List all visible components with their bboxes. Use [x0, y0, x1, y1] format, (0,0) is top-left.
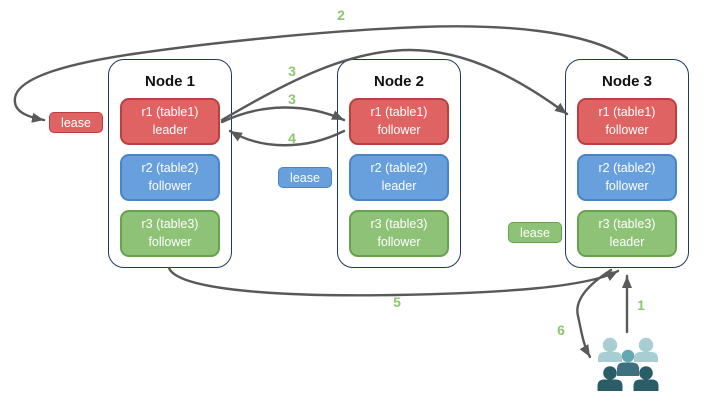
replica-role: leader: [152, 122, 188, 137]
node-2-replica-r2: r2 (table2) leader: [349, 154, 449, 201]
node-1-title: Node 1: [144, 73, 195, 90]
node-1-replica-r2: r2 (table2) follower: [120, 154, 220, 201]
replica-name: r1 (table1): [370, 105, 428, 119]
node-2-replica-r1: r1 (table1) follower: [349, 98, 449, 145]
step-label-6: 6: [557, 322, 565, 338]
replica-role: follower: [148, 178, 192, 193]
replica-role: leader: [609, 234, 645, 249]
arrow-step2-node3-to-lease1: [13, 25, 629, 123]
replica-name: r1 (table1): [598, 105, 656, 119]
node-1-replica-r3: r3 (table3) follower: [120, 210, 220, 257]
step-label-2: 2: [337, 7, 345, 23]
step-label-4: 4: [288, 130, 296, 146]
node-2: Node 2 r1 (table1) follower r2 (table2) …: [337, 59, 461, 268]
node-1-replica-r1: r1 (table1) leader: [120, 98, 220, 145]
node-3: Node 3 r1 (table1) follower r2 (table2) …: [565, 59, 689, 268]
replica-role: follower: [605, 122, 649, 137]
replica-name: r3 (table3): [370, 217, 428, 231]
replica-name: r3 (table3): [141, 217, 199, 231]
replica-role: leader: [381, 178, 417, 193]
node-3-replica-r2: r2 (table2) follower: [577, 154, 677, 201]
replica-name: r3 (table3): [598, 217, 656, 231]
step-label-3-lower: 3: [288, 91, 296, 107]
node-3-replica-r3: r3 (table3) leader: [577, 210, 677, 257]
lease-badge-green: lease: [508, 222, 562, 243]
lease-badge-red: lease: [49, 112, 103, 133]
node-3-replica-r1: r1 (table1) follower: [577, 98, 677, 145]
replica-name: r2 (table2): [141, 161, 199, 175]
replica-name: r2 (table2): [598, 161, 656, 175]
node-2-title: Node 2: [373, 73, 424, 90]
replica-role: follower: [148, 234, 192, 249]
node-3-title: Node 3: [601, 73, 652, 90]
replica-role: follower: [605, 178, 649, 193]
step-label-1: 1: [637, 297, 645, 313]
replica-name: r2 (table2): [370, 161, 428, 175]
arrow-step5-node1-to-node3: [167, 266, 620, 297]
node-2-replica-r3: r3 (table3) follower: [349, 210, 449, 257]
arrow-step3-node1-to-node2: [220, 106, 346, 124]
replica-name: r1 (table1): [141, 105, 199, 119]
step-label-5: 5: [393, 294, 401, 310]
lease-badge-blue: lease: [278, 167, 332, 188]
replica-role: follower: [377, 234, 421, 249]
replica-role: follower: [377, 122, 421, 137]
node-1: Node 1 r1 (table1) leader r2 (table2) fo…: [108, 59, 232, 268]
step-label-3-upper: 3: [288, 63, 296, 79]
users-group-icon: [597, 337, 659, 391]
